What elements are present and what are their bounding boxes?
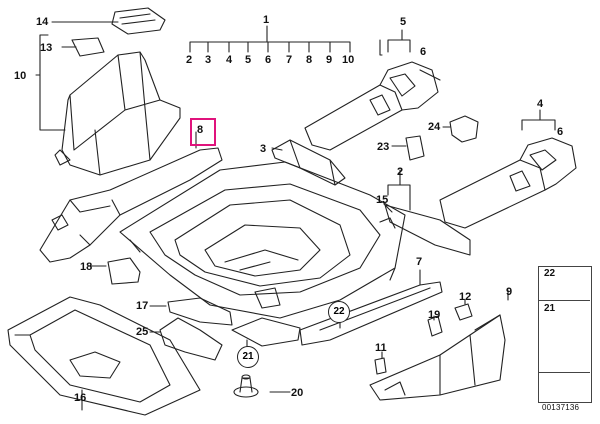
legend-divider-2	[538, 372, 590, 373]
callout-11-part: 11	[375, 342, 387, 354]
highlight-box-8	[190, 118, 216, 146]
document-number: 00137136	[542, 403, 580, 412]
leader-4	[521, 109, 556, 131]
leader-2	[387, 169, 411, 211]
callout-17-part: 17	[136, 300, 149, 312]
callout-9: 9	[326, 54, 333, 66]
trunk-floor	[119, 161, 406, 319]
part-15-part	[384, 204, 471, 256]
part-12-bracket	[454, 303, 473, 321]
legend-box	[538, 266, 592, 403]
legend-divider-1	[538, 300, 590, 301]
leader-15	[383, 203, 393, 213]
part-18-part	[107, 257, 141, 285]
callout-15-part: 15	[376, 194, 389, 206]
part-20-grommet	[233, 386, 259, 398]
callout-3: 3	[205, 54, 212, 66]
callout-6: 6	[265, 54, 272, 66]
leader-5	[379, 29, 411, 56]
part-4-rail	[439, 159, 546, 229]
callout-4-part: 4	[537, 98, 544, 110]
part-19-bracket	[427, 315, 443, 337]
callout-16-part: 16	[74, 392, 87, 404]
callout-10: 10	[342, 54, 355, 66]
callout-6-part-b: 6	[557, 126, 564, 138]
leader-3	[271, 147, 283, 151]
part-21-trim	[231, 317, 301, 347]
part-17-part	[167, 297, 233, 326]
callout-4: 4	[226, 54, 233, 66]
legend-label-21: 21	[544, 303, 556, 314]
part-14-bracket	[111, 7, 166, 35]
callout-10-left: 10	[14, 70, 27, 82]
callout-23-part: 23	[377, 141, 390, 153]
legend-label-22: 22	[544, 268, 556, 279]
callout-24-part: 24	[428, 121, 441, 133]
callout-13: 13	[40, 42, 53, 54]
part-25-part	[159, 317, 223, 361]
callout-3-part: 3	[260, 143, 267, 155]
callout-9-part: 9	[506, 286, 513, 298]
part-11-clip	[374, 357, 387, 375]
callout-20-part: 20	[291, 387, 304, 399]
callout-1: 1	[263, 14, 270, 26]
part-16-floor	[7, 296, 201, 416]
callout-18-part: 18	[80, 261, 93, 273]
circled-callout-22: 22	[328, 301, 350, 323]
callout-19-part: 19	[428, 309, 441, 321]
callout-25-part: 25	[136, 326, 149, 338]
part-8-member	[39, 147, 223, 263]
part-3-bracket	[271, 139, 346, 186]
callout-8: 8	[306, 54, 313, 66]
callout-1-bracket	[189, 25, 351, 53]
callout-12-part: 12	[459, 291, 472, 303]
callout-5: 5	[245, 54, 252, 66]
callout-8-highlighted: 8	[197, 124, 204, 136]
circled-callout-21: 21	[237, 346, 259, 368]
callout-10-bracket	[35, 34, 66, 131]
part-24-bracket	[449, 115, 479, 143]
callout-2: 2	[186, 54, 193, 66]
callout-7: 7	[286, 54, 293, 66]
callout-2-part: 2	[397, 166, 404, 178]
part-9-panel	[369, 314, 506, 401]
callout-7-part: 7	[416, 256, 423, 268]
callout-14: 14	[36, 16, 49, 28]
callout-5-part: 5	[400, 16, 407, 28]
part-23-bracket	[405, 135, 425, 161]
part-13-bracket	[71, 37, 105, 57]
callout-6-part: 6	[420, 46, 427, 58]
